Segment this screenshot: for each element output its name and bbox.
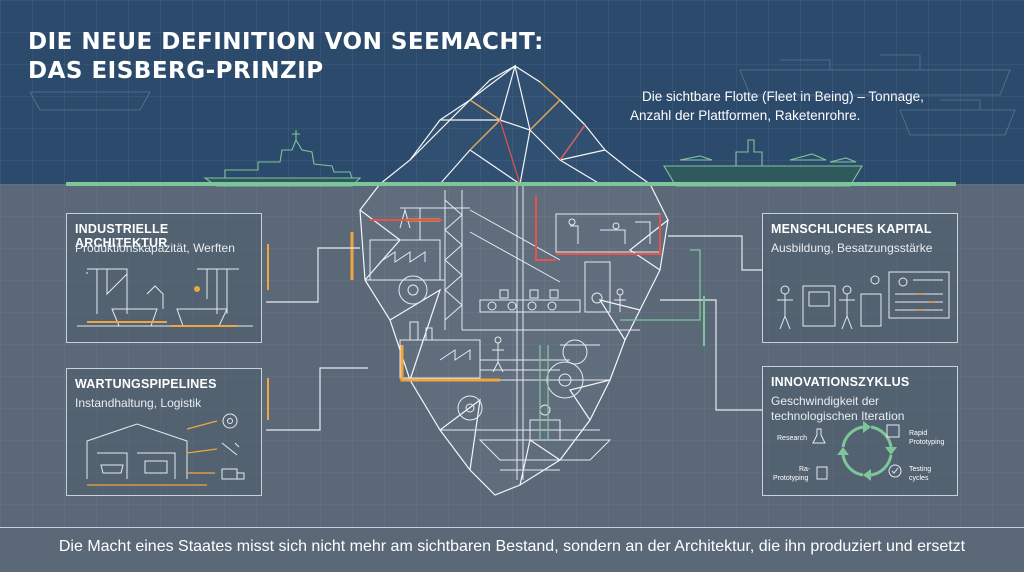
- cycle-label-research: Research: [777, 435, 807, 442]
- visible-fleet-annotation: Die sichtbare Flotte (Fleet in Being) – …: [630, 87, 960, 125]
- title-line-2: DAS EISBERG-PRINZIP: [28, 58, 324, 84]
- title-line-1: DIE NEUE DEFINITION VON SEEMACHT:: [28, 29, 544, 55]
- page-title: DIE NEUE DEFINITION VON SEEMACHT: DAS EI…: [28, 28, 544, 86]
- frigate-ship-icon: [203, 130, 362, 187]
- interior-green-pipes: [539, 249, 701, 440]
- panel-connector-lines: [266, 235, 762, 431]
- interior-red-accents: [370, 196, 661, 261]
- waterline: [66, 182, 956, 186]
- cycle-label-re-2: Prototyping: [773, 475, 809, 482]
- iceberg-tip-red-lines: [499, 119, 586, 185]
- sky-background: [0, 0, 1024, 184]
- panel-subtitle: Produktionskapazität, Werften: [75, 241, 235, 255]
- fleet-note-line-2: Anzahl der Plattformen, Raketenrohre.: [630, 108, 861, 123]
- panel-innovation-cycle: INNOVATIONSZYKLUS Geschwindigkeit der te…: [762, 366, 958, 496]
- panel-title: WARTUNGSPIPELINES: [75, 377, 217, 391]
- cycle-label-rapid-2: Prototyping: [909, 439, 945, 446]
- footer-caption: Die Macht eines Staates misst sich nicht…: [58, 538, 966, 555]
- panel-subtitle: Instandhaltung, Logistik: [75, 396, 202, 410]
- blueprint-ship-sketches: [29, 54, 1016, 136]
- aircraft-carrier-icon: [663, 139, 863, 187]
- shipyard-cranes-icon: [77, 268, 253, 327]
- panel-title: INNOVATIONSZYKLUS: [771, 375, 910, 389]
- cycle-label-testing-1: Testing: [909, 466, 931, 473]
- panel-subtitle: Ausbildung, Besatzungsstärke: [771, 241, 933, 255]
- training-crew-icon: [777, 271, 950, 330]
- maintenance-hangar-icon: [86, 413, 245, 486]
- panel-industrial-architecture: INDUSTRIELLE ARCHITEKTUR Produktionskapa…: [66, 213, 262, 343]
- panel-maintenance-pipelines: WARTUNGSPIPELINES Instandhaltung, Logist…: [66, 368, 262, 496]
- innovation-cycle-diagram: Research Rapid Prototyping Ra- Prototypi…: [773, 421, 945, 482]
- footer-divider: [0, 527, 1024, 528]
- blueprint-grid-sky: [0, 0, 1024, 184]
- cycle-label-testing-2: cycles: [909, 475, 929, 482]
- cycle-arrows: [841, 425, 893, 477]
- iceberg-interior-machinery: [365, 184, 661, 480]
- cycle-label-rapid-1: Rapid: [909, 430, 927, 437]
- panel-title: MENSCHLICHES KAPITAL: [771, 222, 932, 236]
- cycle-label-re-1: Ra-: [799, 466, 811, 473]
- fleet-note-line-1: Die sichtbare Flotte (Fleet in Being) – …: [642, 89, 924, 104]
- panel-title: INDUSTRIELLE ARCHITEKTUR: [75, 222, 169, 250]
- panel-subtitle: Geschwindigkeit der technologischen Iter…: [771, 394, 905, 423]
- panel-human-capital: MENSCHLICHES KAPITAL Ausbildung, Besatzu…: [762, 213, 958, 343]
